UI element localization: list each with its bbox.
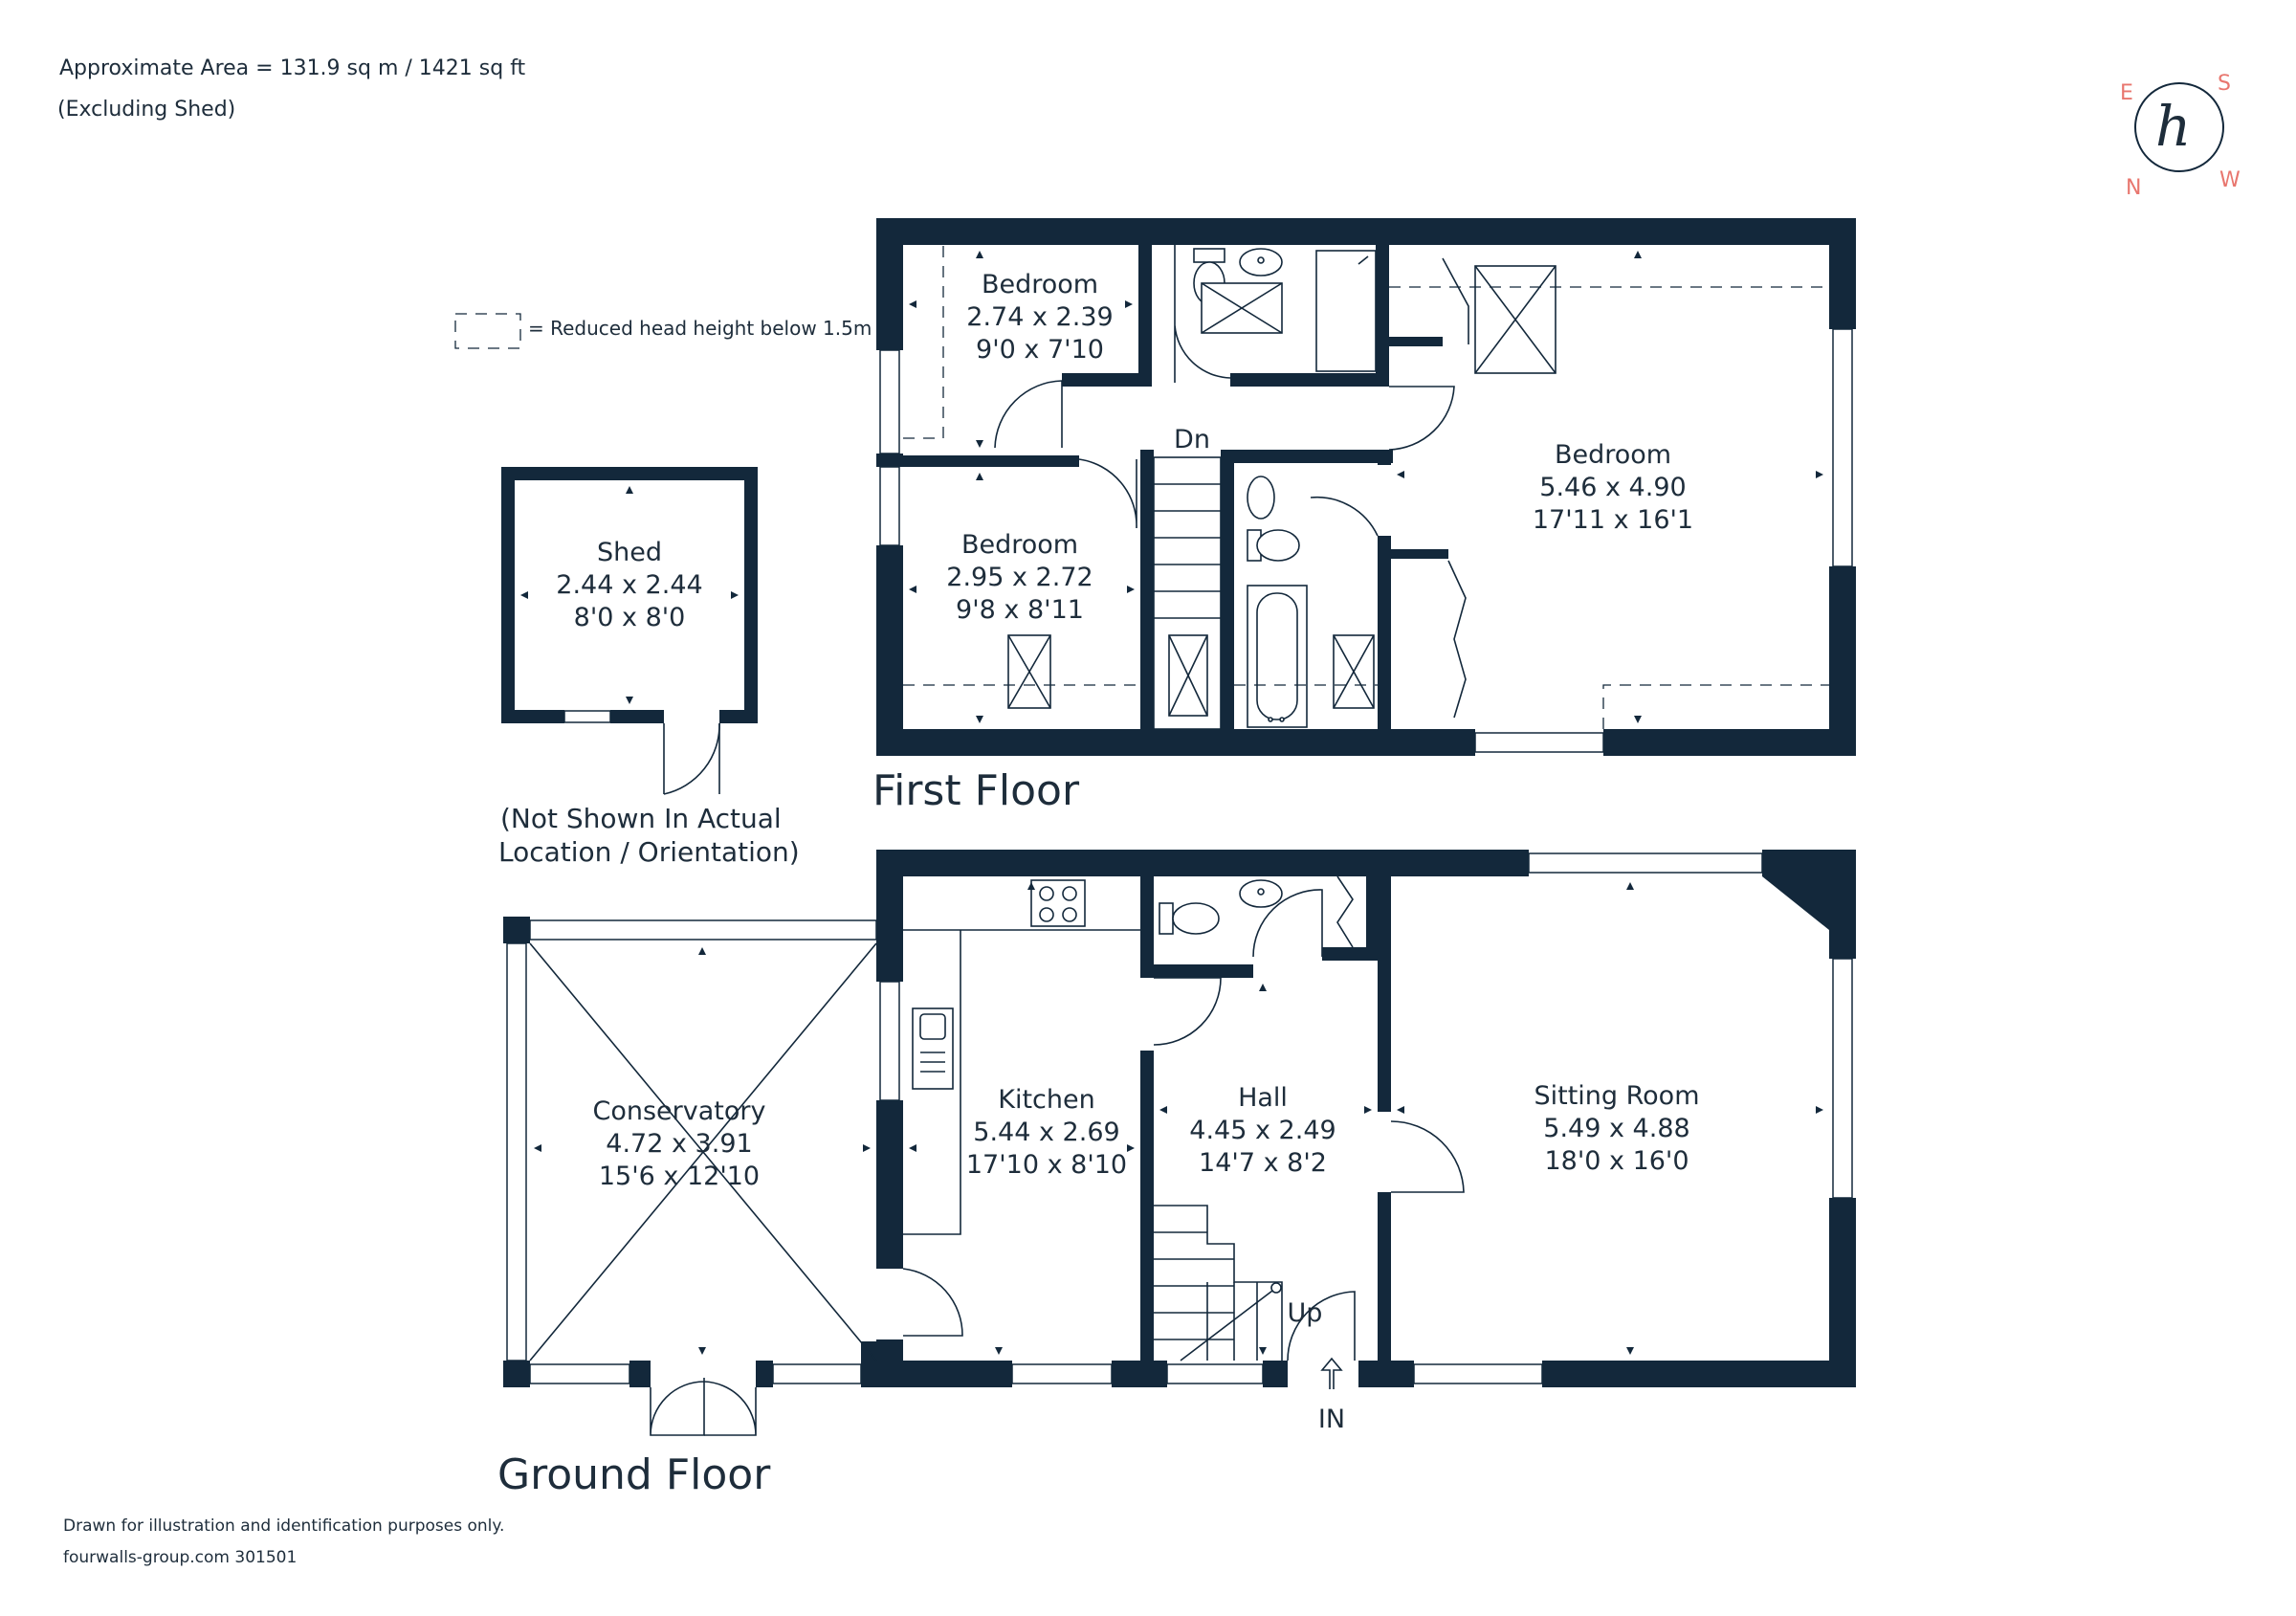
- shed-note-line1: (Not Shown In Actual: [500, 803, 782, 834]
- bedroom-small-imperial: 9'0 x 7'10: [976, 335, 1104, 365]
- first-floor-title: First Floor: [872, 766, 1080, 815]
- first-floor-stairs-label: Dn: [1174, 425, 1210, 454]
- shed-metric: 2.44 x 2.44: [556, 570, 702, 600]
- area-summary: Approximate Area = 131.9 sq m / 1421 sq …: [59, 56, 526, 80]
- shed-door: [663, 722, 720, 795]
- conservatory-name: Conservatory: [593, 1096, 766, 1126]
- first-floor-stairs: [1153, 456, 1222, 730]
- logo-letter: h: [2155, 94, 2191, 159]
- entrance-label: IN: [1318, 1405, 1345, 1434]
- wardrobe-door-bottom: [1447, 560, 1467, 719]
- compass-east: E: [2120, 81, 2133, 105]
- first-floor-window-west-1: [879, 349, 900, 454]
- first-floor-window-south: [1474, 732, 1604, 753]
- footer-reference: fourwalls-group.com 301501: [63, 1548, 297, 1567]
- conservatory-window-south-2: [772, 1363, 862, 1384]
- hall-window-south: [1166, 1363, 1264, 1384]
- bedroom-mid-imperial: 9'8 x 8'11: [956, 595, 1084, 625]
- wardrobe-door-top: [1442, 257, 1469, 344]
- bedroom-main-name: Bedroom: [1555, 440, 1671, 470]
- reduced-head-height-boundary: [1602, 684, 1829, 729]
- bedroom-small-door: [994, 380, 1063, 449]
- shed-plan: Shed 2.44 x 2.44 8'0 x 8'0: [501, 467, 758, 795]
- first-floor-window-east: [1832, 328, 1853, 567]
- ground-floor-title: Ground Floor: [497, 1450, 771, 1499]
- skylight-icon: [1007, 634, 1051, 709]
- bathroom-door: [1310, 496, 1379, 537]
- sink-icon: [912, 1007, 954, 1090]
- hob-icon: [1030, 879, 1086, 927]
- area-exclusion-note: (Excluding Shed): [57, 98, 235, 122]
- first-floor-plan: Dn: [876, 218, 1856, 756]
- conservatory-window-south-1: [529, 1363, 630, 1384]
- shed-name: Shed: [597, 538, 662, 567]
- kitchen-name: Kitchen: [998, 1085, 1094, 1115]
- skylight-icon: [1333, 634, 1375, 709]
- hall-name: Hall: [1238, 1083, 1288, 1113]
- bathroom-toilet-icon: [1247, 529, 1300, 562]
- bathroom-basin-icon: [1247, 476, 1275, 520]
- conservatory-window-west: [506, 942, 527, 1361]
- sitting-room-window-south: [1413, 1363, 1543, 1384]
- skylight-icon: [1474, 265, 1556, 374]
- ground-floor-basin-icon: [1239, 879, 1283, 908]
- shed-note-line2: Location / Orientation): [498, 836, 800, 868]
- bedroom-mid-door: [1078, 458, 1137, 529]
- kitchen-metric: 5.44 x 2.69: [973, 1118, 1119, 1147]
- legend: = Reduced head height below 1.5m: [454, 313, 872, 349]
- shower-icon: [1201, 250, 1377, 372]
- sitting-room-name: Sitting Room: [1534, 1081, 1699, 1111]
- legend-reduced-head-height: = Reduced head height below 1.5m: [528, 317, 872, 340]
- conservatory-french-door-right: [703, 1381, 757, 1436]
- sitting-room-door: [1390, 1120, 1465, 1193]
- ground-floor-stairs-label: Up: [1288, 1298, 1323, 1328]
- hall-metric: 4.45 x 2.49: [1189, 1116, 1336, 1145]
- ground-floor-plan: Up IN: [503, 850, 1856, 1436]
- bedroom-main-imperial: 17'11 x 16'1: [1533, 505, 1693, 535]
- conservatory-window-north: [529, 919, 877, 941]
- cupboard-door: [1336, 875, 1354, 948]
- conservatory-door: [902, 1268, 963, 1337]
- compass-west: W: [2219, 168, 2241, 192]
- wc-door: [1174, 245, 1231, 383]
- bedroom-mid-metric: 2.95 x 2.72: [946, 563, 1093, 592]
- bedroom-mid-name: Bedroom: [961, 530, 1078, 560]
- reduced-head-height-symbol: [454, 313, 521, 349]
- compass-logo-icon: h E S N W: [2120, 72, 2241, 200]
- hall-imperial: 14'7 x 8'2: [1199, 1148, 1327, 1178]
- kitchen-worktop: [903, 929, 1140, 1235]
- compass-north: N: [2126, 176, 2141, 200]
- bedroom-small-metric: 2.74 x 2.39: [966, 302, 1113, 332]
- front-door: [1287, 1291, 1356, 1361]
- footer-disclaimer: Drawn for illustration and identificatio…: [63, 1516, 504, 1536]
- conservatory-imperial: 15'6 x 12'10: [599, 1162, 760, 1191]
- shed-imperial: 8'0 x 8'0: [574, 603, 686, 632]
- kitchen-imperial: 17'10 x 8'10: [966, 1150, 1127, 1180]
- shed-window: [563, 710, 611, 723]
- conservatory-metric: 4.72 x 3.91: [606, 1129, 752, 1159]
- ground-floor-stairs: [1154, 1205, 1283, 1361]
- bedroom-main-metric: 5.46 x 4.90: [1539, 473, 1686, 502]
- basin-icon: [1239, 248, 1283, 277]
- ground-floor-toilet-icon: [1159, 902, 1220, 935]
- first-floor-window-west-2: [879, 466, 900, 546]
- conservatory-french-door-left: [650, 1378, 705, 1436]
- sitting-room-metric: 5.49 x 4.88: [1543, 1114, 1689, 1143]
- hall-wc-door: [1252, 889, 1323, 958]
- bedroom-small-name: Bedroom: [982, 270, 1098, 299]
- sitting-room-window-north: [1528, 852, 1763, 874]
- bath-icon: [1247, 585, 1308, 728]
- kitchen-window-south: [1011, 1363, 1113, 1384]
- sitting-room-imperial: 18'0 x 16'0: [1544, 1146, 1689, 1176]
- sitting-room-window-east: [1832, 958, 1853, 1199]
- kitchen-window-west: [879, 981, 900, 1101]
- entrance-arrow-icon: [1320, 1357, 1343, 1389]
- reduced-head-height-boundary: [903, 245, 944, 439]
- main-bedroom-door-a: [1388, 386, 1455, 451]
- compass-south: S: [2218, 72, 2231, 96]
- hall-kitchen-door: [1153, 977, 1222, 1046]
- conservatory-frame: [503, 917, 877, 1436]
